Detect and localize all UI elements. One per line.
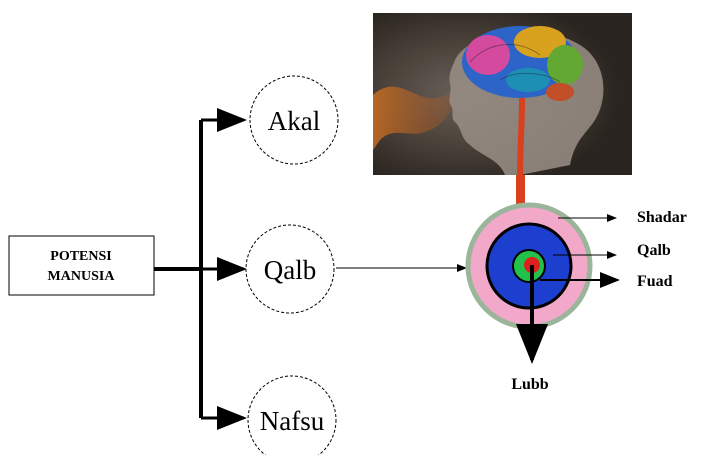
qalb-layer-label: Qalb (637, 242, 671, 259)
branch-qalb: Qalb (245, 224, 335, 314)
lubb-label: Lubb (511, 376, 548, 393)
nafsu-label: Nafsu (260, 406, 325, 436)
akal-label: Akal (268, 106, 320, 136)
heart-layers (465, 202, 593, 330)
head-brain-illustration (373, 13, 632, 176)
fuad-label: Fuad (637, 273, 673, 290)
root-node: POTENSI MANUSIA (8, 235, 155, 296)
root-label-line2: MANUSIA (48, 269, 116, 284)
akal-circle (249, 75, 339, 165)
qalb-circle (245, 224, 335, 314)
branch-akal: Akal (249, 75, 339, 165)
nafsu-circle (247, 375, 337, 455)
shadar-label: Shadar (637, 209, 687, 226)
brain-heart-connector (517, 97, 525, 205)
branch-connectors (154, 108, 247, 430)
qalb-label: Qalb (264, 255, 316, 285)
root-box (8, 235, 155, 296)
root-label-line1: POTENSI (50, 249, 111, 264)
branch-nafsu: Nafsu (247, 375, 337, 455)
